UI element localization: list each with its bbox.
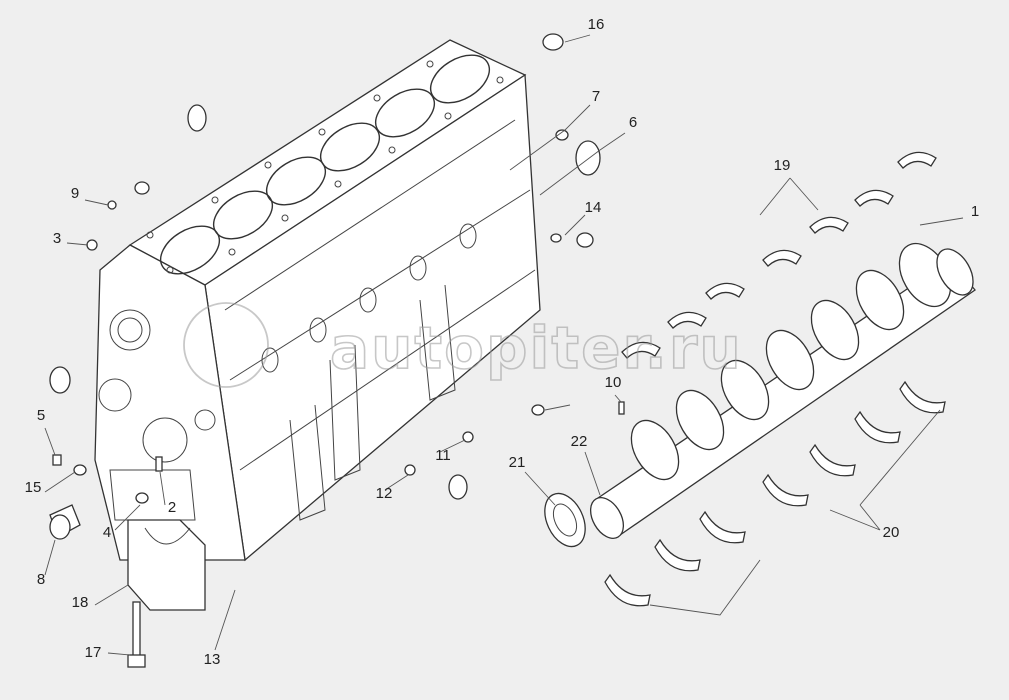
part-10-pin (618, 401, 625, 415)
callout-22: 22 (571, 433, 588, 450)
part-19-upper-bearings (621, 151, 937, 359)
part-6-cover (575, 140, 601, 176)
block-side-details (224, 119, 536, 521)
callout-1: 1 (971, 203, 979, 220)
part-15-plug (73, 464, 87, 476)
part-17-bolt (127, 601, 146, 668)
callout-16: 16 (588, 16, 605, 33)
watermark-text: autopiter.ru (330, 314, 743, 382)
leader-lines (44, 34, 964, 656)
callout-18: 18 (72, 594, 89, 611)
part-seal-left (49, 366, 71, 394)
part-21-gear (544, 492, 586, 548)
part-12-plug (404, 464, 416, 476)
part-9-plug (107, 181, 150, 210)
part-20-lower-bearings (604, 380, 946, 607)
part-2-dowel (155, 456, 163, 472)
part-16-plug (542, 33, 564, 51)
part-14-plugs (550, 232, 594, 248)
callout-9: 9 (71, 185, 79, 202)
callout-8: 8 (37, 571, 45, 588)
part-8-bushing (49, 504, 81, 540)
part-5-pin (52, 454, 62, 466)
part-22-crankshaft (589, 242, 976, 539)
part-3-plug (86, 239, 98, 251)
callout-4: 4 (103, 524, 111, 541)
part-18-bearing-cap (127, 519, 206, 611)
part-7-plug (555, 129, 569, 141)
callout-15: 15 (25, 479, 42, 496)
callout-20: 20 (883, 524, 900, 541)
deck-bolt-holes (146, 60, 504, 274)
callout-12: 12 (376, 485, 393, 502)
cylinder-bores (160, 54, 490, 275)
callout-13: 13 (204, 651, 221, 668)
cylinder-block (94, 39, 541, 562)
callout-5: 5 (37, 407, 45, 424)
callout-11: 11 (435, 447, 451, 464)
watermark: autopiter.ru (183, 302, 743, 388)
callout-14: 14 (585, 199, 602, 216)
part-seal-lower (448, 474, 468, 500)
callout-21: 21 (509, 454, 526, 471)
callout-17: 17 (85, 644, 102, 661)
callout-19: 19 (774, 157, 791, 174)
part-11-plug (462, 431, 474, 443)
part-cup-plug-top (187, 104, 207, 132)
callout-10: 10 (605, 374, 622, 391)
part-plug-mid (531, 404, 545, 416)
callout-3: 3 (53, 230, 61, 247)
block-front-details (98, 309, 216, 521)
callout-6: 6 (629, 114, 637, 131)
part-4-sleeve (135, 492, 149, 504)
block-front-face (94, 244, 246, 561)
callout-7: 7 (592, 88, 600, 105)
callout-2: 2 (168, 499, 176, 516)
